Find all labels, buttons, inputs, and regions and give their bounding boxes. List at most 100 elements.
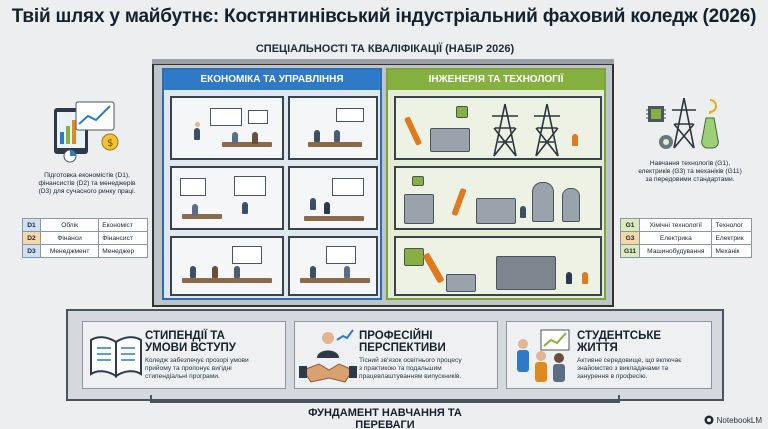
presentation-board bbox=[332, 178, 364, 196]
economics-header: ЕКОНОМІКА ТА УПРАВЛІННЯ bbox=[164, 70, 380, 90]
engineering-header: ІНЖЕНЕРІЯ ТА ТЕХНОЛОГІЇ bbox=[388, 70, 604, 90]
specialty-qualification: Механік bbox=[711, 244, 752, 258]
person bbox=[190, 266, 196, 278]
person bbox=[310, 198, 316, 210]
specialty-name: Електрика bbox=[639, 231, 713, 245]
robot-arm bbox=[403, 116, 423, 146]
economics-wing: ЕКОНОМІКА ТА УПРАВЛІННЯ bbox=[162, 68, 382, 300]
chemical-tank bbox=[532, 182, 554, 222]
card-title: СТИПЕНДІЇ ТА УМОВИ ВСТУПУ bbox=[145, 330, 285, 354]
specialty-code: D2 bbox=[22, 231, 41, 245]
power-tower-icon bbox=[534, 103, 560, 157]
card-title-line: СТИПЕНДІЇ ТА bbox=[145, 330, 225, 342]
career-card: ПРОФЕСІЙНІ ПЕРСПЕКТИВИ Тісний зв'язок ос… bbox=[294, 321, 498, 389]
chart-board bbox=[180, 178, 206, 196]
card-title-line: СТУДЕНТСЬКЕ bbox=[577, 330, 662, 342]
card-title-line: УМОВИ ВСТУПУ bbox=[145, 342, 236, 354]
specialty-code: D3 bbox=[22, 244, 41, 258]
person bbox=[344, 266, 350, 278]
person bbox=[334, 130, 340, 142]
engine bbox=[496, 256, 556, 290]
table-row: D2 Фінанси Фінансист bbox=[22, 231, 148, 245]
monitor bbox=[412, 176, 424, 186]
engineering-description: Навчання технологів (G1), електриків (G3… bbox=[614, 160, 766, 185]
economics-room-4 bbox=[288, 166, 378, 230]
specialty-code: G3 bbox=[619, 231, 641, 245]
specialty-name: Машинобудування bbox=[639, 244, 713, 258]
engineering-description-line: електриків (G3) та механіків (G11) bbox=[638, 168, 742, 176]
card-title-line: ПРОФЕСІЙНІ bbox=[359, 330, 433, 342]
machine bbox=[404, 194, 434, 224]
card-text: Коледж забезпечує прозорі умови прийому … bbox=[145, 357, 285, 382]
economics-room-6 bbox=[288, 236, 378, 296]
card-text: Тісний зв'язок освітнього процесу з прак… bbox=[359, 357, 499, 382]
monitor bbox=[404, 248, 424, 266]
specialty-name: Менеджмент bbox=[39, 244, 100, 258]
economics-description-line: Підготовка економістів (D1), bbox=[44, 172, 130, 179]
card-title: ПРОФЕСІЙНІ ПЕРСПЕКТИВИ bbox=[359, 330, 499, 354]
table-row: G1 Хімічні технології Технолог bbox=[619, 218, 752, 232]
desk bbox=[182, 214, 222, 219]
economics-description: Підготовка економістів (D1), фінансистів… bbox=[18, 172, 156, 197]
economics-description-line: фінансистів (D2) та менеджерів bbox=[38, 180, 136, 188]
economics-room-2 bbox=[288, 96, 378, 160]
machine bbox=[430, 128, 470, 152]
robot-arm bbox=[451, 187, 467, 217]
person bbox=[192, 204, 198, 216]
engineering-description-line: за передовими стандартами. bbox=[645, 176, 735, 184]
machine bbox=[446, 274, 476, 292]
engineering-tools-icon bbox=[646, 97, 719, 149]
economics-description-line: (D3) для сучасного ринку праці. bbox=[38, 188, 136, 196]
worker bbox=[520, 206, 526, 218]
engineering-room-2 bbox=[394, 166, 602, 230]
specialty-code: G1 bbox=[619, 218, 641, 232]
student-life-card: СТУДЕНТСЬКЕ ЖИТТЯ Активне середовище, що… bbox=[506, 321, 712, 389]
worker bbox=[566, 272, 572, 284]
card-text-line: з практикою та подальшим bbox=[359, 365, 442, 373]
card-text: Активне середовище, що включає знайомств… bbox=[577, 357, 711, 382]
chart-board bbox=[326, 246, 356, 264]
person-head bbox=[194, 122, 200, 127]
machine bbox=[476, 198, 516, 224]
presentation-board bbox=[234, 176, 266, 196]
card-title-line: ЖИТТЯ bbox=[577, 342, 618, 354]
person bbox=[310, 266, 316, 278]
notebooklm-branding: NotebookLM bbox=[704, 415, 762, 425]
person bbox=[314, 130, 320, 142]
economics-room-5 bbox=[170, 236, 284, 296]
foundation-bracket bbox=[150, 395, 620, 403]
specialty-name: Фінанси bbox=[39, 231, 100, 245]
table-row: G3 Електрика Електрик bbox=[619, 231, 752, 245]
person bbox=[194, 128, 200, 140]
chemical-tank bbox=[562, 188, 580, 222]
card-title: СТУДЕНТСЬКЕ ЖИТТЯ bbox=[577, 330, 711, 354]
desk bbox=[182, 278, 272, 283]
specialty-qualification: Фінансист bbox=[98, 231, 148, 245]
chart-board bbox=[232, 246, 262, 264]
desk bbox=[308, 142, 362, 147]
notebooklm-logo-icon bbox=[704, 415, 714, 425]
economics-room-3 bbox=[170, 166, 284, 230]
building-roof bbox=[152, 59, 614, 65]
engineering-wing: ІНЖЕНЕРІЯ ТА ТЕХНОЛОГІЇ bbox=[386, 68, 606, 300]
engineering-room-3 bbox=[394, 236, 602, 296]
robot-arm bbox=[422, 252, 445, 284]
card-title-line: ПЕРСПЕКТИВИ bbox=[359, 342, 446, 354]
power-tower-icon bbox=[492, 103, 518, 157]
specialty-qualification: Менеджер bbox=[98, 244, 148, 258]
specialty-code: G11 bbox=[619, 244, 641, 258]
scholarship-card: СТИПЕНДІЇ ТА УМОВИ ВСТУПУ Коледж забезпе… bbox=[82, 321, 286, 389]
desk bbox=[304, 216, 364, 221]
person bbox=[324, 202, 330, 214]
card-text-line: Активне середовище, що включає bbox=[577, 357, 682, 364]
roof-label: СПЕЦІАЛЬНОСТІ ТА КВАЛІФІКАЦІЇ (НАБІР 202… bbox=[255, 43, 515, 55]
worker bbox=[582, 272, 588, 284]
handshake-icon bbox=[299, 329, 357, 383]
presentation-board bbox=[210, 108, 242, 126]
engineering-description-line: Навчання технологів (G1), bbox=[649, 160, 731, 167]
card-text-line: Тісний зв'язок освітнього процесу bbox=[359, 357, 462, 364]
student-life-card-body: СТУДЕНТСЬКЕ ЖИТТЯ Активне середовище, що… bbox=[577, 330, 711, 382]
engineering-room-1 bbox=[394, 96, 602, 160]
chart-board bbox=[248, 110, 268, 124]
specialty-qualification: Технолог bbox=[711, 218, 752, 232]
